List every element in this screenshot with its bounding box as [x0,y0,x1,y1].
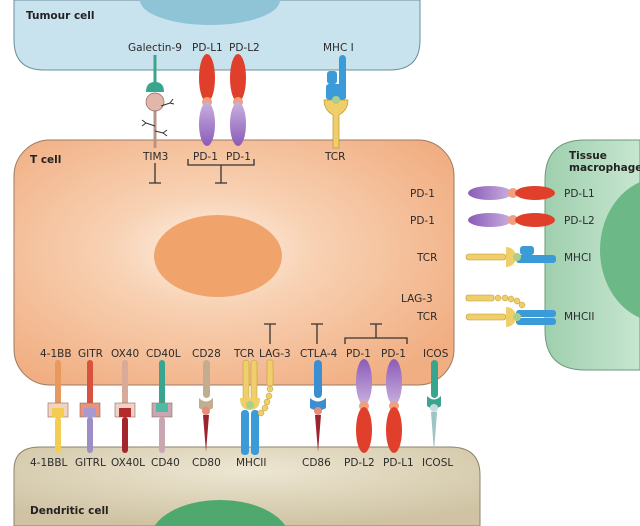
mhc1-label-right: MHCI [564,252,591,264]
receptor-label-icos: ICOS [423,348,449,360]
receptor-label-cd40l: CD40L [146,348,181,360]
pd1-pdl2-pair-right [468,213,555,227]
receptor-label-4-1bb: 4-1BB [40,348,72,360]
receptor-label-pd1-b: PD-1 [381,348,406,360]
receptor-label-gitr: GITR [78,348,103,360]
pdl2-label-right: PD-L2 [564,215,595,227]
tcr-label-right-b: TCR [416,311,437,323]
dendritic-cell: Dendritic cell [13,446,481,526]
t-cell-label: T cell [30,154,61,166]
dendritic-cell-label: Dendritic cell [30,505,109,517]
pd1-label-right-a: PD-1 [410,188,435,200]
pdl1-pd1-pair-top [199,54,215,146]
ligand-label-cd86: CD86 [302,457,331,469]
receptor-label-ctla4: CTLA-4 [300,348,338,360]
t-cell-nucleus [154,215,282,297]
tumour-nucleus [140,0,280,25]
mhc1-tcr-pair-top [323,55,349,149]
ctla4-inhibition-icon [311,323,323,344]
macrophage-label-2: macrophage [569,162,640,174]
tcr-mhc2-lag3-group [240,359,274,455]
tim3-inhibition-icon [149,163,161,184]
glycan-icon [141,98,175,137]
macrophage-nucleus [600,182,640,318]
ligand-label-icosl: ICOSL [422,457,453,469]
receptor-label-lag3: LAG-3 [259,348,291,360]
receptor-label-pd1-a: PD-1 [346,348,371,360]
tcr-label-top: TCR [324,151,345,163]
mhc2-label-right: MHCII [564,311,594,323]
pd1-label-top-b: PD-1 [226,151,251,163]
receptor-label-cd28: CD28 [192,348,221,360]
pd1-label-right-b: PD-1 [410,215,435,227]
pd1-inhibition-icon [187,159,255,184]
pd1-pdl1-pair-right [468,186,555,200]
ligand-label-mhc2: MHCII [236,457,266,469]
pdl1-label-top: PD-L1 [192,42,223,54]
receptor-label-ox40: OX40 [111,348,139,360]
pd1-pdl1-pair-bottom [386,359,402,453]
lag3-label-right: LAG-3 [401,293,433,305]
tumour-cell: Tumour cell [13,0,421,71]
tcr-mhc2-pair-right [465,307,556,327]
ligand-label-ox40l: OX40L [111,457,145,469]
lag3-right [465,294,526,309]
cd28-cd80-pair [199,360,213,452]
mhc1-label-top: MHC I [323,42,354,54]
ox40-ox40l-pair [114,360,136,453]
t-cell: T cell [13,139,455,386]
tcr-label-right-a: TCR [416,252,437,264]
pd1-label-top-a: PD-1 [193,151,218,163]
ligand-label-pdl2: PD-L2 [344,457,375,469]
pd1-pdl2-pair-bottom [356,359,372,453]
galectin9-tim3-pair [141,55,175,148]
tissue-macrophage: Tissue macrophage [544,139,640,371]
ligand-label-cd80: CD80 [192,457,221,469]
lag3-inhibition-icon [264,323,276,344]
tim3-label: TIM3 [142,151,168,163]
gitr-gitrl-pair [79,360,101,453]
ctla4-cd86-pair [310,360,326,452]
icos-icosl-pair [427,360,441,452]
ligand-label-pdl1: PD-L1 [383,457,414,469]
pdl1-label-right: PD-L1 [564,188,595,200]
dendritic-nucleus [154,500,286,526]
macrophage-label-1: Tissue [569,150,607,162]
pdl2-label-top: PD-L2 [229,42,260,54]
pd1-bottom-inhibition-icon [344,323,408,344]
tumour-cell-label: Tumour cell [26,10,95,22]
ligand-label-4-1bbl: 4-1BBL [30,457,68,469]
4-1bb-4-1bbl-pair [47,360,69,453]
tcr-mhc1-pair-right [465,246,556,267]
cd40l-cd40-pair [151,360,173,453]
pdl2-pd1-pair-top [230,54,246,146]
galectin9-label: Galectin-9 [128,42,182,54]
receptor-label-tcr: TCR [233,348,254,360]
ligand-label-cd40: CD40 [151,457,180,469]
ligand-label-gitrl: GITRL [75,457,106,469]
